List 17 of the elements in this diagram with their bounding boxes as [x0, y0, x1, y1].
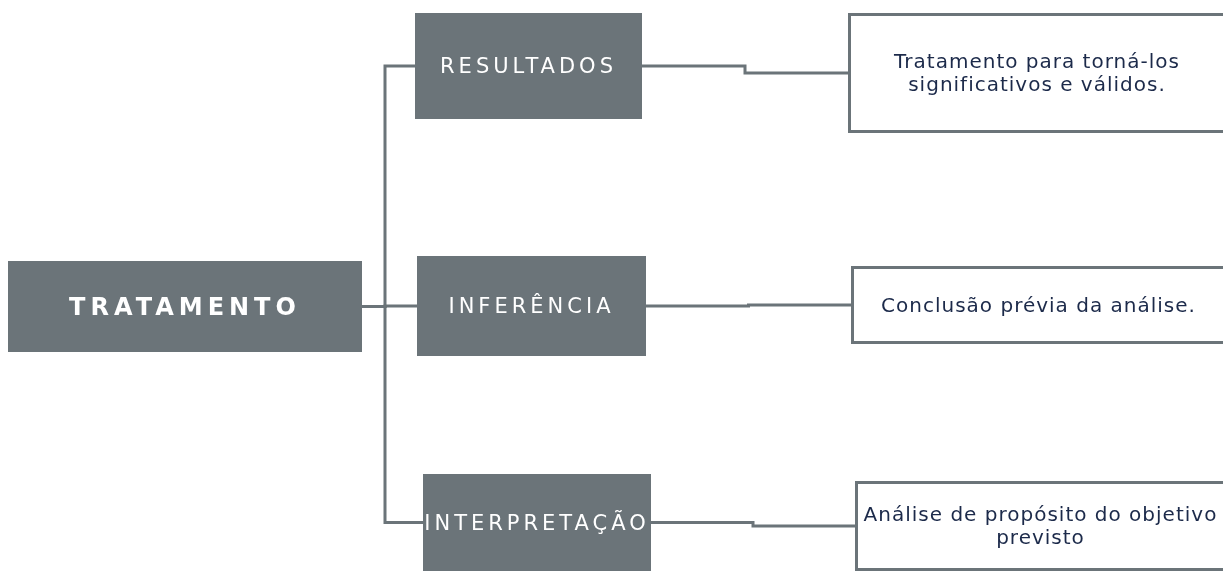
- node-text: Tratamento para torná-los significativos e válidos.: [893, 50, 1181, 96]
- node-text: INTERPRETAÇÃO: [424, 510, 650, 535]
- topic-box: [417, 256, 646, 356]
- connector-line: [646, 303, 851, 308]
- node-text: Análise de propósito do objetivo previsto: [862, 503, 1219, 549]
- node-text: Conclusão prévia da análise.: [881, 293, 1196, 317]
- topic-box: [423, 474, 651, 571]
- connector-line: [642, 64, 848, 75]
- description-box: [851, 266, 1223, 344]
- node-text: INFERÊNCIA: [448, 294, 615, 318]
- topic-box: [8, 261, 362, 352]
- topic-box: [415, 13, 642, 119]
- description-box: [848, 13, 1223, 133]
- node-text: RESULTADOS: [440, 54, 617, 78]
- description-box: [855, 481, 1223, 571]
- node-text: TRATAMENTO: [69, 292, 301, 321]
- connector-line: [651, 521, 855, 528]
